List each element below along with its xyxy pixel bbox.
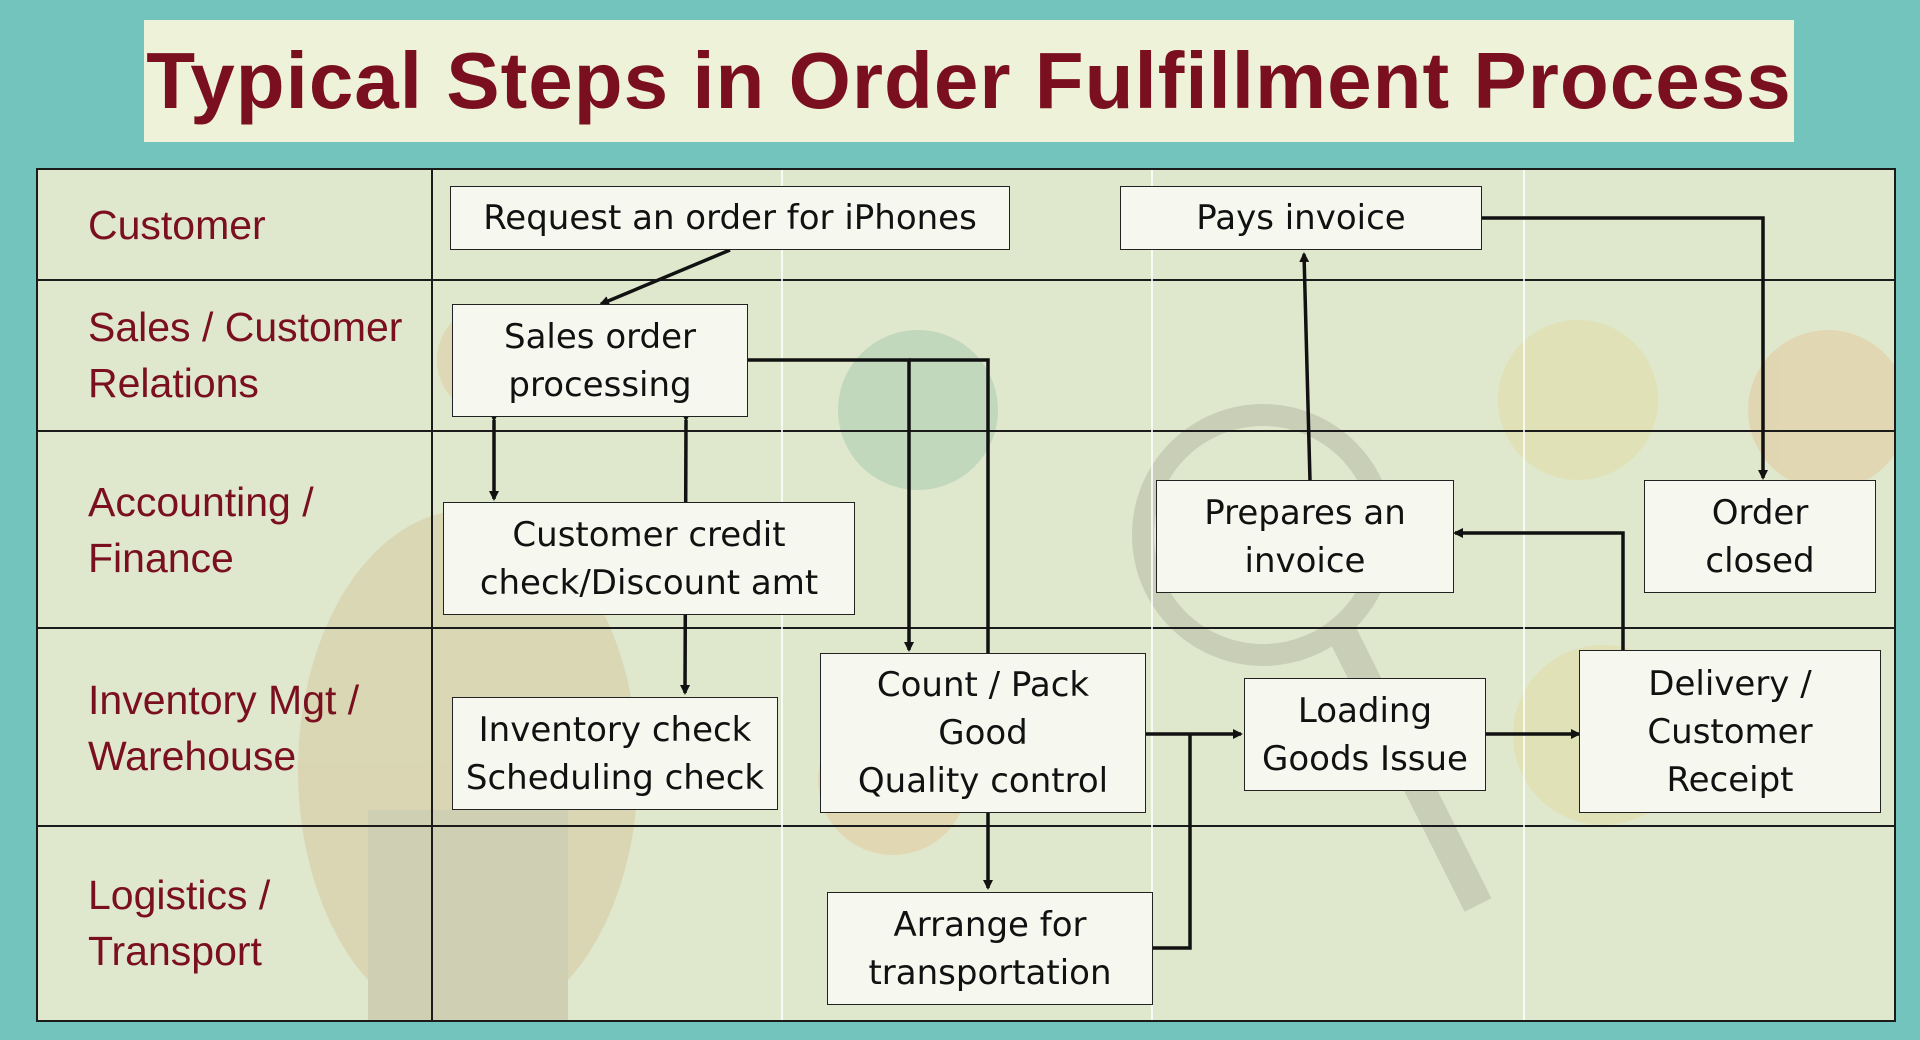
arrow-pays-to-order-closed [1482, 216, 1768, 480]
swimlane-panel: Customer Sales / Customer Relations Acco… [36, 168, 1896, 1022]
arrow-delivery-to-invoice [1453, 528, 1625, 653]
connector-arrows [489, 216, 1768, 950]
step-sales-order-processing: Sales order processing [452, 304, 748, 417]
step-inventory-check: Inventory check Scheduling check [452, 697, 778, 810]
lane-label-inventory: Inventory Mgt / Warehouse [88, 677, 360, 779]
lane-label-logistics: Logistics / Transport [88, 872, 271, 974]
lane-grid [38, 170, 1894, 1020]
lane-label-accounting: Accounting / Finance [88, 479, 314, 581]
step-prepares-invoice: Prepares an invoice [1156, 480, 1454, 593]
lane-label-sales: Sales / Customer Relations [88, 304, 403, 406]
step-loading-goods-issue: Loading Goods Issue [1244, 678, 1486, 791]
step-customer-credit-check: Customer credit check/Discount amt [443, 502, 855, 615]
step-order-closed: Order closed [1644, 480, 1876, 593]
lane-label-customer: Customer [88, 202, 266, 248]
diagram-title: Typical Steps in Order Fulfillment Proce… [146, 36, 1792, 125]
arrow-transport-to-loading [1153, 734, 1192, 950]
title-banner: Typical Steps in Order Fulfillment Proce… [144, 20, 1794, 142]
step-delivery-receipt: Delivery / Customer Receipt [1579, 650, 1881, 813]
step-request-order: Request an order for iPhones [450, 186, 1010, 250]
arrow-invoice-to-pays [1299, 252, 1312, 482]
arrow-request-to-sales [599, 248, 731, 306]
step-pays-invoice: Pays invoice [1120, 186, 1482, 250]
step-arrange-transport: Arrange for transportation [827, 892, 1153, 1005]
step-count-pack: Count / Pack Good Quality control [820, 653, 1146, 813]
